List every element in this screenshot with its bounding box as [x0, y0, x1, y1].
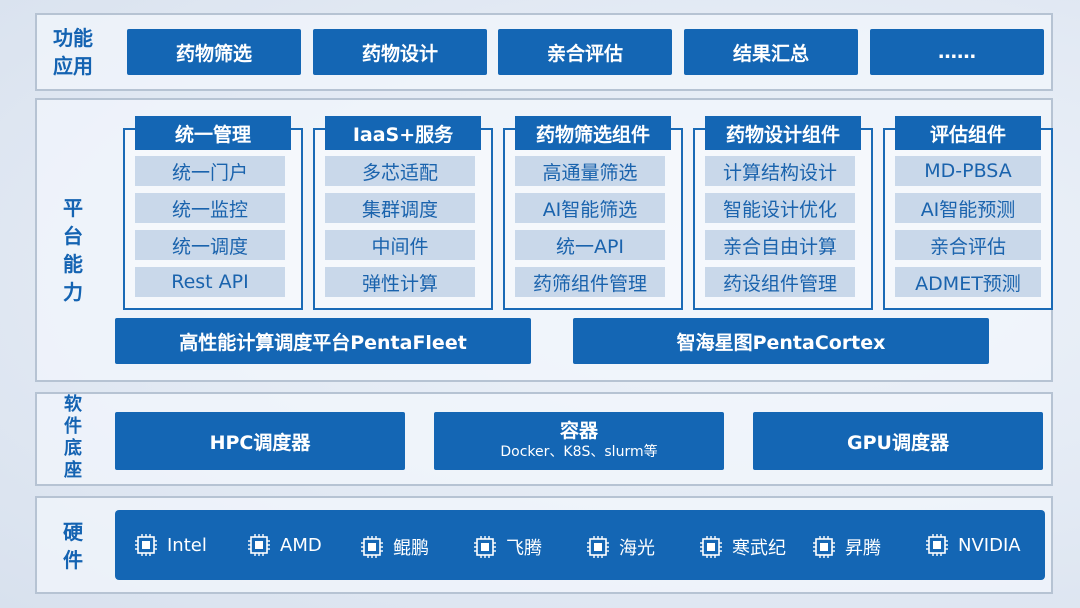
function-item-result-summary[interactable]: 结果汇总: [684, 29, 858, 75]
module-item[interactable]: Rest API: [135, 267, 285, 297]
function-item-drug-design[interactable]: 药物设计: [313, 29, 487, 75]
module-item[interactable]: MD-PBSA: [895, 156, 1041, 186]
hardware-vendor-label: 鲲鹏: [393, 538, 429, 559]
module-item[interactable]: 统一调度: [135, 230, 285, 260]
function-layer-label: 功能 应用: [53, 26, 93, 78]
module-iaas-services: IaaS+服务 多芯适配 集群调度 中间件 弹性计算: [313, 116, 493, 310]
chip-icon: [926, 534, 948, 556]
container-button[interactable]: 容器 Docker、K8S、slurm等: [434, 412, 724, 470]
chip-icon: [700, 536, 722, 558]
module-title: 评估组件: [895, 116, 1041, 150]
chip-icon: [813, 536, 835, 558]
platform-layer-label: 平 台 能 力: [63, 196, 83, 304]
function-item-more[interactable]: ……: [870, 29, 1044, 75]
module-item[interactable]: 统一门户: [135, 156, 285, 186]
hardware-bar: Intel AMD 鲲鹏 飞腾 海光 寒武纪 昇腾 NVIDIA: [115, 510, 1045, 580]
module-item[interactable]: 统一监控: [135, 193, 285, 223]
software-layer-label: 软 件 底 座: [64, 394, 82, 481]
hardware-vendor-label: 寒武纪: [732, 538, 786, 559]
hardware-vendor-item[interactable]: NVIDIA: [926, 534, 1021, 556]
hardware-vendor-label: Intel: [167, 534, 207, 556]
module-item[interactable]: 药筛组件管理: [515, 267, 665, 297]
container-title: 容器: [559, 420, 598, 442]
gpu-scheduler-button[interactable]: GPU调度器: [753, 412, 1043, 470]
module-item[interactable]: 弹性计算: [325, 267, 475, 297]
module-item[interactable]: 药设组件管理: [705, 267, 855, 297]
module-item[interactable]: 高通量筛选: [515, 156, 665, 186]
module-item[interactable]: 亲合自由计算: [705, 230, 855, 260]
chip-icon: [587, 536, 609, 558]
module-title: IaaS+服务: [325, 116, 481, 150]
hardware-vendor-label: 飞腾: [506, 538, 542, 559]
hardware-vendor-item[interactable]: 飞腾: [474, 534, 542, 560]
module-item[interactable]: AI智能预测: [895, 193, 1041, 223]
function-item-drug-screening[interactable]: 药物筛选: [127, 29, 301, 75]
module-item[interactable]: 多芯适配: [325, 156, 475, 186]
chip-icon: [248, 534, 270, 556]
platform-pentafleet-button[interactable]: 高性能计算调度平台PentaFleet: [115, 318, 531, 364]
module-drug-screening-components: 药物筛选组件 高通量筛选 AI智能筛选 统一API 药筛组件管理: [503, 116, 683, 310]
module-title: 药物筛选组件: [515, 116, 671, 150]
hpc-scheduler-button[interactable]: HPC调度器: [115, 412, 405, 470]
software-layer: 软 件 底 座 HPC调度器 容器 Docker、K8S、slurm等 GPU调…: [35, 392, 1053, 486]
hardware-vendor-label: AMD: [280, 534, 322, 556]
platform-layer: 平 台 能 力 统一管理 统一门户 统一监控 统一调度 Rest API Iaa…: [35, 98, 1053, 382]
hardware-vendor-item[interactable]: AMD: [248, 534, 322, 556]
module-item[interactable]: 计算结构设计: [705, 156, 855, 186]
function-item-affinity-evaluation[interactable]: 亲合评估: [498, 29, 672, 75]
hardware-vendor-item[interactable]: 寒武纪: [700, 534, 786, 560]
hardware-layer: 硬 件 Intel AMD 鲲鹏 飞腾 海光 寒武纪 昇腾 NVIDIA: [35, 496, 1053, 594]
module-item[interactable]: 亲合评估: [895, 230, 1041, 260]
chip-icon: [135, 534, 157, 556]
hardware-vendor-item[interactable]: Intel: [135, 534, 207, 556]
platform-pentacortex-button[interactable]: 智海星图PentaCortex: [573, 318, 989, 364]
module-unified-management: 统一管理 统一门户 统一监控 统一调度 Rest API: [123, 116, 303, 310]
hardware-vendor-item[interactable]: 鲲鹏: [361, 534, 429, 560]
function-layer: 功能 应用 药物筛选 药物设计 亲合评估 结果汇总 ……: [35, 13, 1053, 91]
hardware-vendor-label: 昇腾: [845, 538, 881, 559]
module-title: 药物设计组件: [705, 116, 861, 150]
module-drug-design-components: 药物设计组件 计算结构设计 智能设计优化 亲合自由计算 药设组件管理: [693, 116, 873, 310]
chip-icon: [361, 536, 383, 558]
module-title: 统一管理: [135, 116, 291, 150]
module-item[interactable]: AI智能筛选: [515, 193, 665, 223]
container-subtitle: Docker、K8S、slurm等: [500, 444, 658, 460]
chip-icon: [474, 536, 496, 558]
hardware-vendor-label: NVIDIA: [958, 534, 1021, 556]
hardware-layer-label: 硬 件: [63, 520, 83, 572]
module-item[interactable]: 中间件: [325, 230, 475, 260]
hardware-vendor-item[interactable]: 昇腾: [813, 534, 881, 560]
module-item[interactable]: 智能设计优化: [705, 193, 855, 223]
hardware-vendor-item[interactable]: 海光: [587, 534, 655, 560]
module-item[interactable]: 统一API: [515, 230, 665, 260]
module-item[interactable]: ADMET预测: [895, 267, 1041, 297]
module-item[interactable]: 集群调度: [325, 193, 475, 223]
module-evaluation-components: 评估组件 MD-PBSA AI智能预测 亲合评估 ADMET预测: [883, 116, 1053, 310]
hardware-vendor-label: 海光: [619, 538, 655, 559]
